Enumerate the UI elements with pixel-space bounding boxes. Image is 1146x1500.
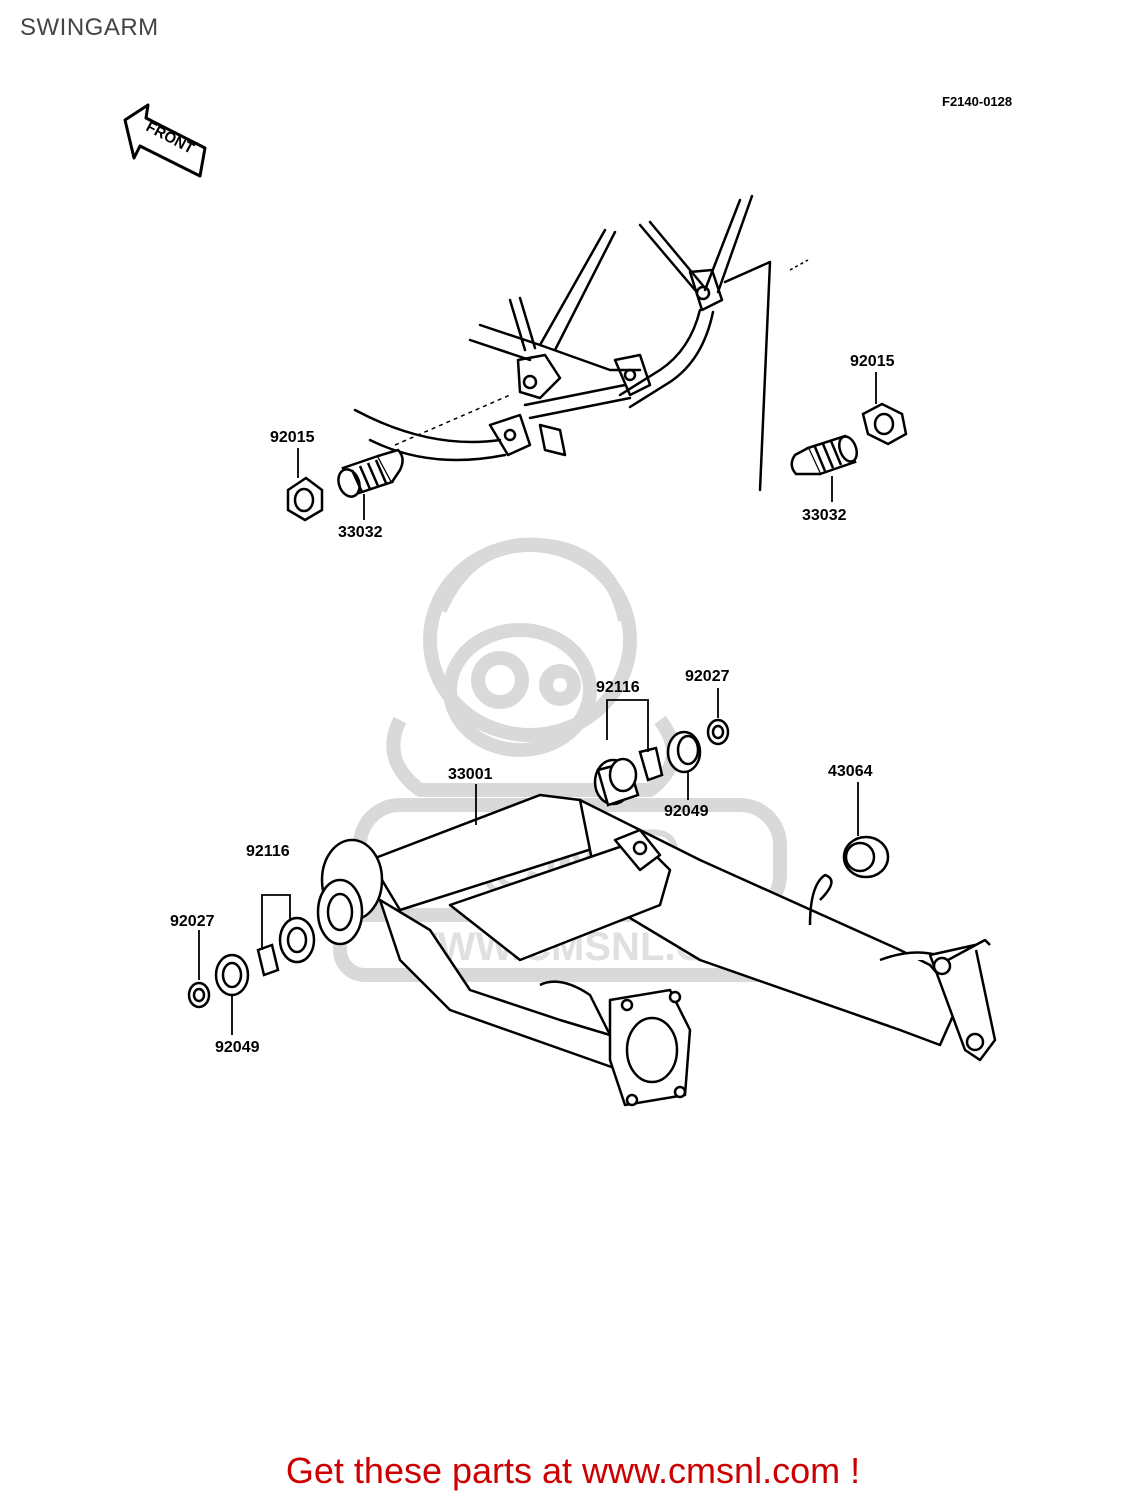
leader-lines <box>394 259 809 446</box>
upper-bearing-group <box>593 718 730 807</box>
part-label-92116-left[interactable]: 92116 <box>246 843 290 860</box>
part-label-92049-left[interactable]: 92049 <box>215 1039 260 1056</box>
part-label-92049-top[interactable]: 92049 <box>664 803 709 820</box>
right-pivot-bolt <box>790 434 858 476</box>
part-label-33032-left[interactable]: 33032 <box>338 524 383 541</box>
left-pivot-bolt <box>337 448 404 498</box>
seal-43064 <box>842 835 890 879</box>
footer-banner[interactable]: Get these parts at www.cmsnl.com ! <box>285 1450 861 1491</box>
part-label-33032-right[interactable]: 33032 <box>802 507 847 524</box>
part-label-43064[interactable]: 43064 <box>828 763 873 780</box>
label-leaders <box>198 372 877 1035</box>
page-title: SWINGARM <box>20 14 159 41</box>
frame-section <box>353 194 772 492</box>
part-label-92027-left[interactable]: 92027 <box>170 913 215 930</box>
right-nut <box>861 402 908 446</box>
swingarm-body <box>316 793 997 1107</box>
part-label-92015-right[interactable]: 92015 <box>850 353 895 370</box>
part-label-92116-top[interactable]: 92116 <box>596 679 640 696</box>
front-arrow: FRONT <box>123 103 207 178</box>
part-label-33001[interactable]: 33001 <box>448 766 493 783</box>
part-label-92015-left[interactable]: 92015 <box>270 429 315 446</box>
part-label-92027-top[interactable]: 92027 <box>685 668 730 685</box>
left-bearing-group <box>187 916 316 1009</box>
left-nut <box>286 476 324 522</box>
diagram-code: F2140-0128 <box>942 94 1013 109</box>
